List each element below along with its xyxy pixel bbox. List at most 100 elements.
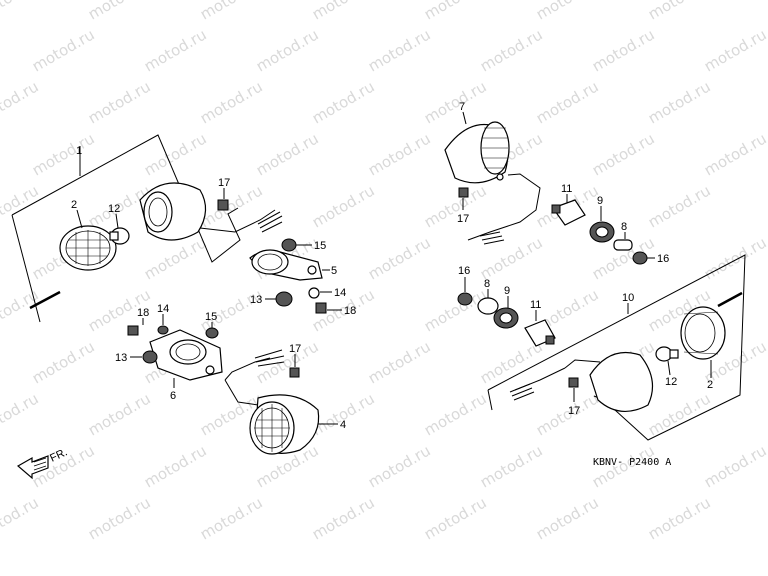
watermark-text: motod.ru — [0, 493, 42, 543]
leader-12b — [667, 360, 671, 376]
watermark-text: motod.ru — [421, 493, 490, 543]
callout-2a: 2 — [71, 199, 77, 211]
screw-17c — [458, 187, 469, 198]
callout-11a: 11 — [561, 183, 572, 195]
washer-14a — [308, 287, 320, 299]
bracket-5 — [249, 249, 323, 281]
watermark-text: motod.ru — [645, 77, 714, 127]
bracket-6 — [149, 329, 223, 381]
callout-13b: 13 — [115, 352, 127, 364]
stem-lower-left — [224, 379, 259, 406]
watermark-text: motod.ru — [85, 0, 154, 23]
leader-7 — [462, 111, 467, 125]
watermark-text: motod.ru — [0, 77, 42, 127]
watermark-text: motod.ru — [589, 25, 658, 75]
left-rear-signal-assembly — [16, 314, 338, 480]
watermark-text: motod.ru — [85, 493, 154, 543]
callout-17a: 17 — [218, 177, 230, 189]
watermark-text: motod.ru — [701, 25, 768, 75]
watermark-text: motod.ru — [701, 233, 768, 283]
watermark-text: motod.ru — [421, 77, 490, 127]
socket-11b — [524, 319, 556, 347]
callout-5: 5 — [331, 265, 337, 277]
watermark-text: motod.ru — [85, 389, 154, 439]
assembly-bracket-frame-1 — [11, 134, 241, 263]
watermark-text: motod.ru — [0, 0, 42, 23]
watermark-text: motod.ru — [533, 493, 602, 543]
nut-15b — [205, 327, 219, 339]
callout-11b: 11 — [530, 299, 541, 311]
callout-17d: 17 — [568, 405, 580, 417]
wire-harness-lower-left — [224, 357, 271, 381]
leader-2a — [76, 209, 83, 229]
callout-2b: 2 — [707, 379, 713, 391]
callout-6: 6 — [170, 390, 176, 402]
wire-ends-right-upper — [479, 231, 505, 245]
callout-15a: 15 — [314, 240, 326, 252]
watermark-text: motod.ru — [477, 25, 546, 75]
watermark-text: motod.ru — [253, 25, 322, 75]
watermark-text: motod.ru — [421, 0, 490, 23]
watermark-text: motod.ru — [197, 77, 266, 127]
signal-housing-left — [139, 182, 207, 241]
nut-15a — [281, 238, 297, 252]
callout-14a: 14 — [334, 287, 346, 299]
watermark-text: motod.ru — [141, 441, 210, 491]
watermark-text: motod.ru — [645, 493, 714, 543]
watermark-text: motod.ru — [197, 493, 266, 543]
screw-17a — [217, 199, 229, 211]
watermark-text: motod.ru — [589, 129, 658, 179]
callout-9b: 9 — [504, 285, 510, 297]
watermark-text: motod.ru — [29, 25, 98, 75]
diagram-code: KBNV- P2400 A — [593, 457, 671, 468]
watermark-text: motod.ru — [533, 0, 602, 23]
bolt-18b — [127, 325, 139, 336]
watermark-text: motod.ru — [309, 77, 378, 127]
nut-16a — [632, 251, 648, 265]
mount-stud-7 — [496, 173, 504, 181]
watermark-text: motod.ru — [365, 129, 434, 179]
wire-ends-right-lower — [509, 383, 535, 401]
frame-10-edge — [487, 389, 493, 411]
wire-stem-right-lower — [564, 359, 601, 369]
plate-8b — [477, 297, 499, 315]
mounting-bolt-left — [29, 290, 61, 310]
callout-16b: 16 — [458, 265, 470, 277]
watermark-text: motod.ru — [477, 233, 546, 283]
wire-ends-lower-left — [254, 349, 285, 367]
signal-housing-7 — [444, 121, 510, 184]
watermark-text: motod.ru — [309, 493, 378, 543]
callout-18b: 18 — [137, 307, 149, 319]
callout-8b: 8 — [484, 278, 490, 290]
mounting-bolt-right — [717, 291, 743, 308]
callout-18a: 18 — [344, 305, 356, 317]
callout-14b: 14 — [157, 303, 169, 315]
watermark-text: motod.ru — [701, 441, 768, 491]
washer-14b — [157, 325, 169, 335]
front-direction-arrow-icon — [16, 455, 49, 480]
watermark-text: motod.ru — [253, 337, 322, 387]
bolt-18a — [315, 302, 327, 314]
bulb-12b — [655, 346, 679, 362]
callout-7: 7 — [459, 101, 465, 113]
leader-12a — [115, 213, 119, 229]
watermark-text: motod.ru — [309, 389, 378, 439]
nut-16b — [457, 292, 473, 306]
watermark-text: motod.ru — [0, 181, 42, 231]
watermark-text: motod.ru — [365, 337, 434, 387]
callout-16a: 16 — [657, 253, 669, 265]
wire-ends-left — [257, 211, 283, 233]
bulb-12 — [109, 227, 130, 245]
nut-13b — [142, 350, 158, 364]
watermark-text: motod.ru — [645, 181, 714, 231]
callout-13a: 13 — [250, 294, 262, 306]
watermark-text: motod.ru — [197, 0, 266, 23]
callout-17c: 17 — [457, 213, 469, 225]
callout-17b: 17 — [289, 343, 301, 355]
signal-housing-right-rear — [589, 351, 654, 412]
watermark-text: motod.ru — [309, 0, 378, 23]
right-rear-signal-assembly — [457, 254, 746, 441]
plate-8a — [613, 239, 633, 251]
